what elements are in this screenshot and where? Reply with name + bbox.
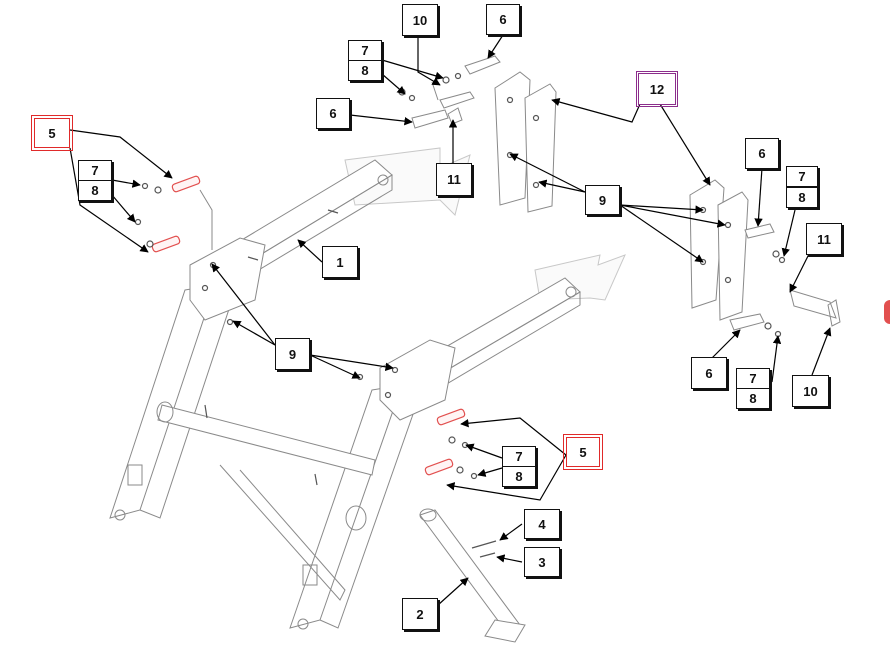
callout-5-right: 5 xyxy=(563,434,603,470)
callout-8-left: 8 xyxy=(78,180,112,201)
callout-10-right: 10 xyxy=(792,375,829,407)
frame-assembly xyxy=(109,159,581,630)
callout-8-mid: 8 xyxy=(502,466,536,487)
callout-6-right: 6 xyxy=(745,138,779,169)
callout-11-right: 11 xyxy=(806,223,842,255)
callout-7-top: 7 xyxy=(348,40,382,61)
callout-7-bottom: 7 xyxy=(736,368,770,389)
left-pin-set xyxy=(134,175,213,253)
callout-4: 4 xyxy=(524,509,560,539)
callout-10-top: 10 xyxy=(402,4,438,36)
callout-6-bottom: 6 xyxy=(691,357,727,389)
callout-6-top: 6 xyxy=(486,4,520,35)
callout-6-mid: 6 xyxy=(316,98,350,129)
callout-8-top: 8 xyxy=(348,60,382,81)
callout-2: 2 xyxy=(402,598,438,630)
callout-1: 1 xyxy=(322,246,358,278)
top-plate-assembly xyxy=(398,55,557,213)
edge-marker xyxy=(884,300,890,324)
callout-7-right: 7 xyxy=(786,166,818,187)
callout-9-left: 9 xyxy=(275,338,310,370)
callout-3: 3 xyxy=(524,547,560,577)
callout-7-mid: 7 xyxy=(502,446,536,467)
support-strut xyxy=(419,508,526,643)
callout-7-left: 7 xyxy=(78,160,112,181)
leader-lines xyxy=(69,34,832,606)
callout-8-right: 8 xyxy=(786,187,818,208)
callout-12: 12 xyxy=(636,71,678,107)
callout-8-bottom: 8 xyxy=(736,388,770,409)
callout-9-top: 9 xyxy=(585,185,620,215)
callout-5-left: 5 xyxy=(31,115,73,151)
callout-11-top: 11 xyxy=(436,163,472,196)
